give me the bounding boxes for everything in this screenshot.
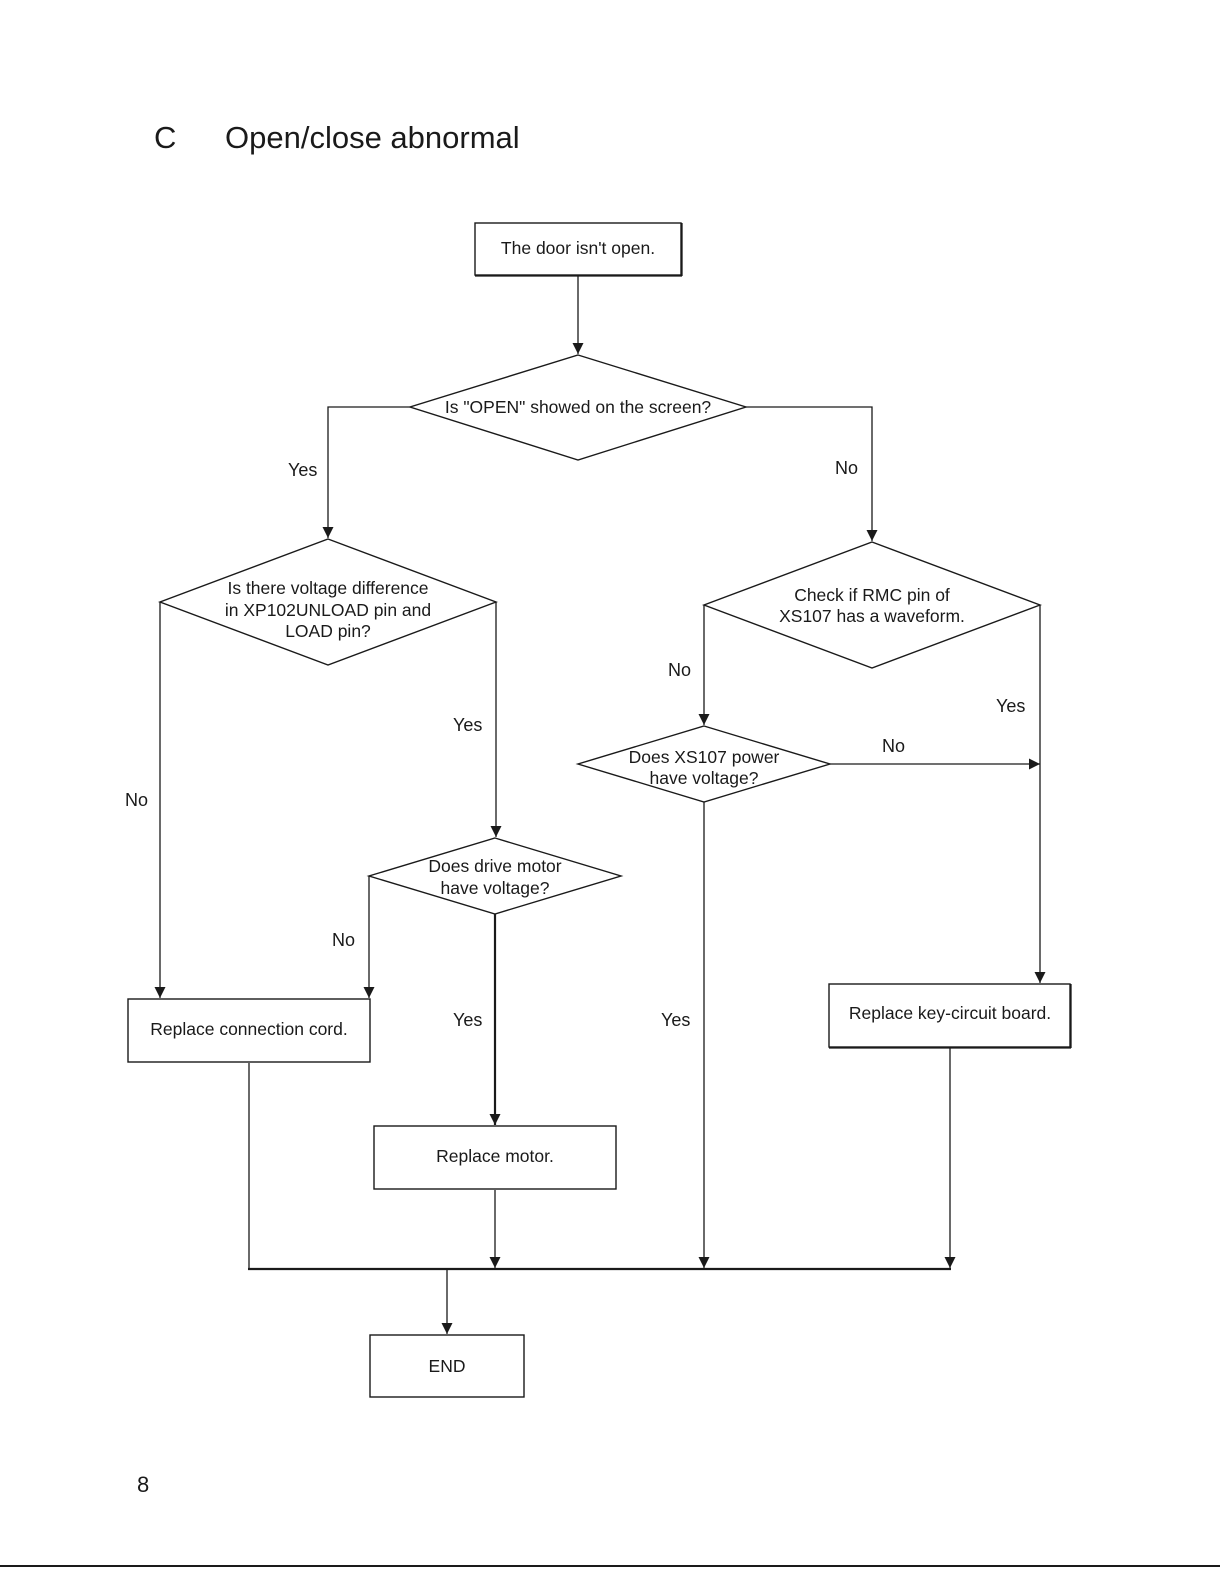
decision-rmc-waveform: Check if RMC pin of XS107 has a waveform… (702, 541, 1042, 669)
label-rmc-yes: Yes (996, 696, 1025, 716)
connectors (154, 276, 1046, 1334)
label-rmc-no: No (668, 660, 691, 680)
edge-open-no (746, 406, 878, 541)
decision-voltage-difference: Is there voltage difference in XP102UNLO… (158, 538, 498, 666)
decision-rmc-waveform-line-1: Check if RMC pin of (794, 585, 950, 605)
end-node: END (369, 1334, 525, 1398)
decision-voltage-difference-line-1: Is there voltage difference (227, 578, 428, 598)
label-open-yes: Yes (288, 460, 317, 480)
section-letter: C (154, 120, 177, 155)
process-replace-key-board-text: Replace key-circuit board. (849, 1003, 1051, 1023)
section-title: Open/close abnormal (225, 120, 520, 155)
decision-rmc-waveform-line-2: XS107 has a waveform. (779, 606, 965, 626)
bottom-rule (0, 1565, 1220, 1567)
edge-open-yes (322, 406, 410, 538)
start-node: The door isn't open. (474, 222, 683, 277)
label-power-no: No (882, 736, 905, 756)
process-replace-key-board: Replace key-circuit board. (828, 983, 1072, 1049)
label-open-no: No (835, 458, 858, 478)
label-motor-yes: Yes (453, 1010, 482, 1030)
edge-labels: Yes No No Yes No Yes No Yes No Yes (125, 458, 1025, 1030)
label-motor-no: No (332, 930, 355, 950)
label-diff-yes: Yes (453, 715, 482, 735)
process-replace-cord-text: Replace connection cord. (150, 1019, 347, 1039)
process-replace-cord: Replace connection cord. (127, 998, 371, 1063)
decision-open-shown: Is "OPEN" showed on the screen? (407, 354, 749, 461)
end-node-text: END (429, 1356, 466, 1376)
decision-drive-motor-line-1: Does drive motor (428, 856, 561, 876)
process-replace-motor-text: Replace motor. (436, 1146, 554, 1166)
page-number: 8 (137, 1472, 150, 1497)
label-power-yes: Yes (661, 1010, 690, 1030)
process-replace-motor: Replace motor. (373, 1125, 617, 1190)
start-node-text: The door isn't open. (501, 238, 655, 258)
decision-open-shown-text: Is "OPEN" showed on the screen? (445, 397, 712, 417)
decision-drive-motor-line-2: have voltage? (441, 878, 550, 898)
decision-xs107-power-line-2: have voltage? (650, 768, 759, 788)
decision-drive-motor: Does drive motor have voltage? (366, 837, 624, 915)
label-diff-no: No (125, 790, 148, 810)
decision-voltage-difference-line-2: in XP102UNLOAD pin and (225, 600, 431, 620)
decision-xs107-power: Does XS107 power have voltage? (575, 725, 833, 803)
decision-xs107-power-line-1: Does XS107 power (629, 747, 780, 767)
decision-voltage-difference-line-3: LOAD pin? (285, 621, 371, 641)
